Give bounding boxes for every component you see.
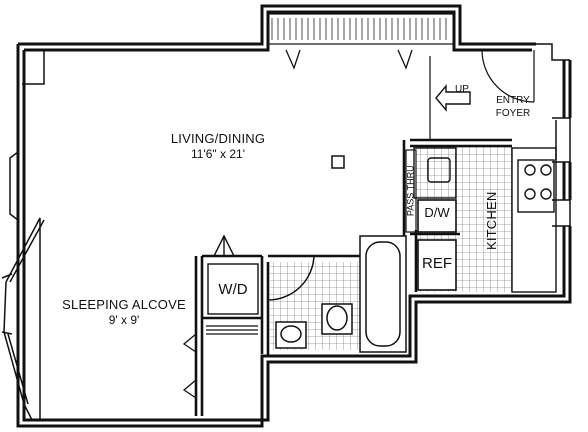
stair-up-label: UP bbox=[455, 84, 469, 95]
living-dining-name: LIVING/DINING bbox=[170, 131, 266, 146]
exterior-walls bbox=[16, 4, 572, 428]
entry-foyer-line2: FOYER bbox=[495, 108, 531, 119]
bay-window-left bbox=[1, 50, 45, 421]
center-column bbox=[331, 155, 345, 169]
sleeping-alcove-name: SLEEPING ALCOVE bbox=[62, 297, 186, 312]
kitchen-counter bbox=[413, 147, 557, 293]
entry-foyer-line1: ENTRY bbox=[496, 95, 530, 106]
stair-up-arrow bbox=[435, 84, 471, 112]
living-dining-size: 11'6" x 21' bbox=[191, 147, 245, 161]
entry-door bbox=[429, 49, 535, 140]
window-top bbox=[267, 13, 455, 45]
dishwasher-box bbox=[417, 199, 457, 233]
interior-walls bbox=[194, 138, 512, 416]
refrigerator-box bbox=[417, 239, 457, 291]
bathroom-fixtures bbox=[267, 235, 407, 353]
pass-thru-counter bbox=[405, 149, 417, 233]
closet-doors bbox=[182, 325, 258, 399]
washer-dryer-label: W/D bbox=[218, 281, 248, 298]
dishwasher-label: D/W bbox=[424, 205, 450, 220]
pass-thru-label: PASS THRU bbox=[405, 165, 416, 217]
refrigerator-label: REF bbox=[422, 255, 452, 272]
sleeping-alcove-size: 9' x 9' bbox=[108, 313, 140, 327]
kitchen-name: KITCHEN bbox=[484, 191, 500, 251]
balcony-doors bbox=[285, 49, 413, 70]
washer-dryer-closet bbox=[207, 234, 259, 315]
